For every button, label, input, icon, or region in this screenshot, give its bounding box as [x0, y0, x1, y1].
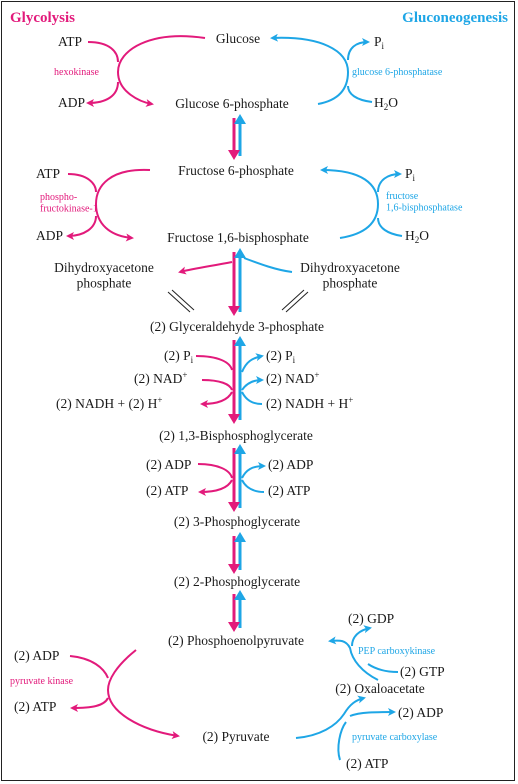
- g3pdh-down-head: [228, 414, 240, 424]
- fbpase-arrow: [320, 166, 380, 239]
- g3pdh-pi-left: (2) Pi: [164, 348, 194, 365]
- atp-cofactor-2: ATP: [36, 166, 60, 181]
- pi-cofactor-1: Pi: [374, 34, 385, 51]
- g6pase-h2o-in: [347, 85, 373, 103]
- atp-cofactor-1: ATP: [58, 34, 82, 49]
- pgk-atp-out: [198, 479, 233, 496]
- pgk-adp-out: [241, 462, 266, 479]
- pgm-up-head: [234, 532, 246, 542]
- fructose-6-phosphate-label: Fructose 6-phosphate: [178, 163, 294, 178]
- g3pdh-nadh-left: (2) NADH + (2) H+: [56, 395, 162, 411]
- pyruvate-carboxylase-label: pyruvate carboxylase: [352, 732, 438, 743]
- pyruvate-kinase-adp: (2) ADP: [14, 648, 59, 663]
- pgk-adp-in: [197, 463, 233, 479]
- g3pdh-nadh-in: [241, 391, 263, 405]
- pgk-adp-right: (2) ADP: [268, 457, 313, 472]
- g3pdh-up-head: [234, 336, 246, 346]
- isomerase-up-head: [234, 114, 246, 124]
- aldolase-up-head: [234, 248, 246, 258]
- g6pase-pi-out: [347, 38, 370, 61]
- g3pdh-nadh-right: (2) NADH + H+: [266, 395, 353, 411]
- pgk-up-head: [234, 444, 246, 454]
- pgk-adp-left: (2) ADP: [146, 457, 191, 472]
- pepck-arrow: [328, 636, 379, 681]
- g3pdh-nad-out: [241, 376, 264, 391]
- enolase-up-head: [234, 590, 246, 600]
- dhap-glycolysis-arrow: [178, 261, 233, 275]
- oxaloacetate-label: (2) Oxaloacetate: [335, 681, 425, 696]
- g6pase-arrow: [270, 33, 350, 105]
- g3pdh-nad-right: (2) NAD+: [266, 370, 319, 386]
- g3pdh-nad-left: (2) NAD+: [134, 370, 187, 386]
- h2o-cofactor-2: H2O: [405, 228, 429, 245]
- glyceraldehyde-3-phosphate-label: (2) Glyceraldehyde 3-phosphate: [150, 319, 324, 334]
- isomerase-down-head: [228, 150, 240, 160]
- adp-cofactor-1: ADP: [58, 95, 85, 110]
- g3pdh-nad-in: [201, 379, 233, 391]
- aldolase-down-head: [228, 306, 240, 316]
- pyruvate-carboxylase-atp: (2) ATP: [346, 756, 388, 771]
- phosphoenolpyruvate-label: (2) Phosphoenolpyruvate: [168, 633, 304, 648]
- pepck-gdp: (2) GDP: [348, 611, 394, 626]
- glucose-6-phosphatase-label: glucose 6-phosphatase: [352, 67, 443, 78]
- pgk-atp-in: [241, 479, 265, 493]
- pyruvate-carboxylase-arrow: [295, 695, 366, 739]
- pyruvate-label: (2) Pyruvate: [202, 729, 269, 744]
- g3pdh-pi-out: [241, 353, 264, 373]
- glycolysis-heading: Glycolysis: [10, 10, 75, 26]
- 1-3-bisphosphoglycerate-label: (2) 1,3-Bisphosphoglycerate: [159, 428, 313, 443]
- pyruvate-carboxylase-adp: (2) ADP: [398, 705, 443, 720]
- pyruvate-kinase-atp: (2) ATP: [14, 699, 56, 714]
- fbpase-h2o-in: [377, 217, 403, 237]
- pepck-gtp-in: [367, 663, 399, 673]
- hexokinase-arrow: [116, 35, 206, 107]
- pgk-atp-right: (2) ATP: [268, 483, 310, 498]
- pyruvate-kinase-label: pyruvate kinase: [10, 676, 74, 687]
- hexokinase-label: hexokinase: [54, 67, 100, 78]
- h2o-cofactor-1: H2O: [374, 95, 398, 112]
- g3pdh-nadh-out: [200, 391, 233, 408]
- gluconeogenesis-heading: Gluconeogenesis: [402, 10, 508, 26]
- pepck-gdp-out: [351, 625, 372, 647]
- phosphofructokinase-1-label: phospho-fructokinase-1: [40, 192, 98, 215]
- pgk-atp-left: (2) ATP: [146, 483, 188, 498]
- pgk-down-head: [228, 502, 240, 512]
- 3-phosphoglycerate-label: (2) 3-Phosphoglycerate: [174, 514, 300, 529]
- pyruvate-carboxylase-adp-out: [349, 708, 396, 717]
- hexokinase-atp-in: [87, 41, 119, 63]
- glucose-6-phosphate-label: Glucose 6-phosphate: [175, 96, 289, 111]
- g3pdh-pi-right: (2) Pi: [266, 348, 296, 365]
- pyruvate-kinase-adp-in: [69, 655, 109, 679]
- hexokinase-adp-out: [86, 81, 119, 107]
- pepck-gtp: (2) GTP: [400, 664, 445, 679]
- fbpase-pi-out: [377, 170, 402, 193]
- pyruvate-kinase-atp-out: [70, 697, 109, 712]
- fructose-1-6-bisphosphate-label: Fructose 1,6-bisphosphate: [167, 230, 309, 245]
- dhap-gluconeo-arrow: [243, 257, 293, 273]
- 2-phosphoglycerate-label: (2) 2-Phosphoglycerate: [174, 574, 300, 589]
- adp-cofactor-2: ADP: [36, 228, 63, 243]
- pep-carboxykinase-label: PEP carboxykinase: [358, 646, 436, 657]
- pfk1-atp-in: [67, 173, 97, 193]
- dhap-right-equilibrium-2: [281, 289, 305, 311]
- dhap-left-equilibrium-2: [171, 289, 195, 311]
- g3pdh-pi-in: [195, 355, 233, 371]
- glucose-label: Glucose: [216, 31, 260, 46]
- pi-cofactor-2: Pi: [405, 166, 416, 183]
- pfk1-adp-out: [66, 215, 97, 240]
- pfk1-arrow: [94, 168, 151, 242]
- dhap-right-equilibrium-1: [285, 291, 309, 313]
- pyruvate-carboxylase-atp-in: [337, 721, 347, 761]
- dhap-left-equilibrium-1: [167, 291, 191, 313]
- enolase-down-head: [228, 622, 240, 632]
- pgm-down-head: [228, 564, 240, 574]
- pyruvate-kinase-arrow: [106, 649, 180, 740]
